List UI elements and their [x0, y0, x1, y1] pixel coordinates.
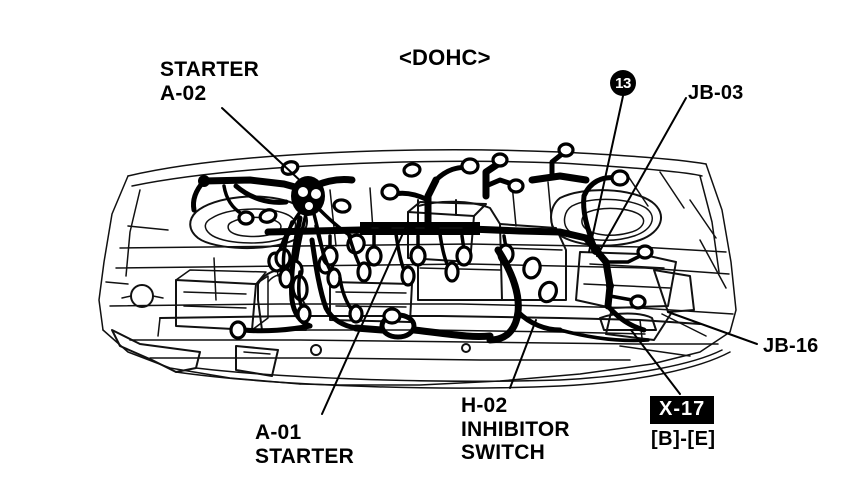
jb-16-label: JB-16	[763, 335, 819, 357]
leader-13	[588, 95, 624, 253]
body-outline-group	[98, 149, 737, 389]
leader-starter-a02	[221, 107, 307, 187]
leader-jb03	[596, 97, 687, 257]
x-17-connector-tag: X-17	[650, 396, 715, 424]
wiring-harness-group	[191, 142, 654, 344]
a-01-starter-label: A-01 STARTER	[255, 421, 355, 468]
callout-13-badge: 13	[610, 70, 636, 96]
leader-x17	[630, 329, 681, 395]
leader-jb16	[667, 311, 758, 345]
leader-lines-group	[221, 95, 758, 415]
x-17-pin-range-label: [B]-[E]	[651, 428, 716, 450]
jb-03-label: JB-03	[688, 82, 744, 104]
starter-a-02-label: STARTER A-02	[160, 58, 260, 105]
dohc-title: <DOHC>	[399, 45, 491, 70]
leader-h02	[509, 319, 537, 389]
leader-a01	[321, 221, 409, 415]
h-02-inhibitor-switch-label: H-02 INHIBITOR SWITCH	[461, 394, 570, 465]
